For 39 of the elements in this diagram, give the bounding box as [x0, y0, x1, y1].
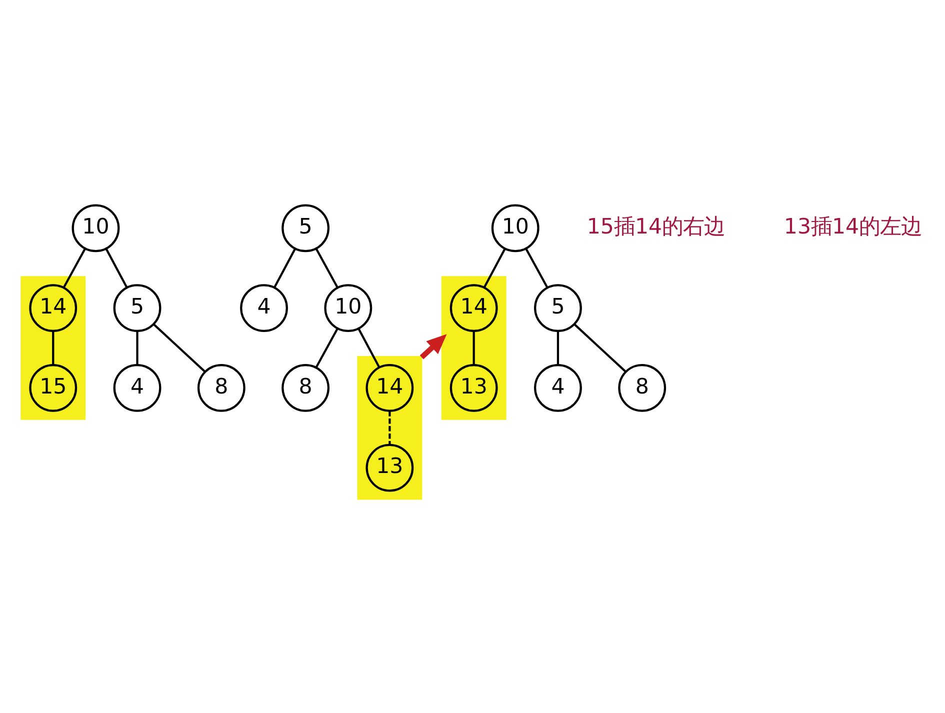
node-circle: 10: [491, 204, 540, 252]
node-circle: 4: [113, 364, 162, 412]
label: 13插14的左边: [784, 214, 922, 240]
connector: [556, 331, 560, 365]
connector: [574, 324, 627, 373]
node-circle: 14: [366, 364, 414, 412]
connector: [315, 328, 338, 368]
node-circle: 5: [282, 204, 330, 252]
node-circle: 14: [450, 284, 498, 332]
connector: [472, 331, 475, 365]
node-circle: 13: [366, 444, 414, 492]
node-circle: 8: [282, 364, 330, 412]
connector: [315, 248, 338, 288]
connector: [274, 248, 296, 288]
connector: [136, 331, 138, 365]
connector: [483, 248, 506, 288]
node-circle: 5: [113, 284, 162, 332]
node-circle: 13: [450, 364, 498, 412]
connector: [388, 411, 391, 445]
arrow: [420, 334, 447, 360]
node-circle: 5: [534, 284, 582, 332]
cluster: [357, 356, 422, 500]
node-circle: 15: [29, 364, 78, 412]
cluster: [20, 276, 86, 420]
connector: [62, 248, 86, 288]
node-circle: 10: [324, 284, 372, 332]
connector: [105, 248, 128, 288]
connector: [525, 248, 548, 288]
connector: [358, 328, 380, 368]
node-circle: 4: [534, 364, 582, 412]
cluster: [441, 276, 506, 420]
node-circle: 4: [240, 284, 288, 332]
connector: [153, 324, 206, 373]
label: 15插14的右边: [586, 214, 726, 240]
connector: [52, 331, 54, 365]
node-circle: 10: [72, 204, 120, 252]
node-circle: 14: [29, 284, 78, 332]
node-circle: 8: [618, 364, 666, 412]
node-circle: 8: [197, 364, 246, 412]
